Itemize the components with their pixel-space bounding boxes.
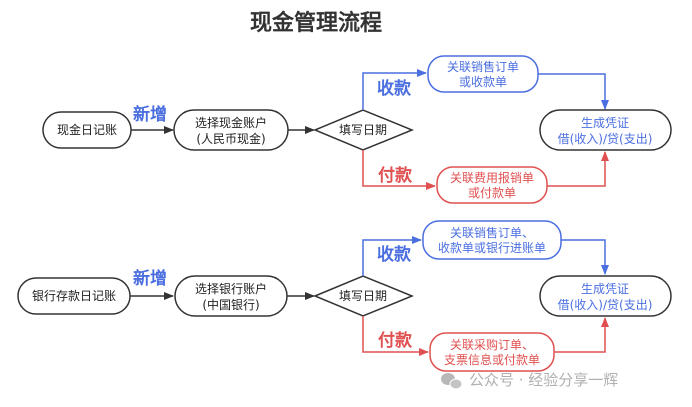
bank-flow: 银行存款日记账 新增 选择银行账户 (中国银行) 填写日期 收款 关联销售订单、…: [17, 220, 672, 372]
arrow-receive: [362, 236, 422, 276]
select-account-line2: (人民币现金): [196, 131, 265, 146]
voucher-line2: 借(收入)/贷(支出): [558, 298, 653, 312]
pay-label: 付款: [378, 165, 413, 186]
voucher-node: [539, 275, 672, 317]
arrow-pay: [362, 316, 429, 356]
start-node-label: 现金日记账: [57, 122, 117, 137]
receive-doc-line2: 收款单或银行进账单: [438, 241, 546, 255]
decision-label: 填写日期: [339, 289, 387, 303]
decision-diamond: [313, 275, 414, 317]
cash-flow: 现金日记账 新增 选择现金账户 (人民币现金) 填写日期 收款 关联销售订单 或…: [42, 55, 672, 204]
arrow-receive-to-voucher: [538, 73, 609, 110]
receive-doc-line1: 关联销售订单: [447, 59, 519, 74]
add-label: 新增: [133, 104, 167, 125]
receive-label: 收款: [377, 78, 412, 99]
receive-label: 收款: [377, 244, 412, 265]
select-account-line1: 选择现金账户: [195, 115, 267, 130]
voucher-line2: 借(收入)/贷(支出): [558, 132, 653, 146]
add-label: 新增: [133, 268, 167, 289]
arrow-receive: [362, 69, 427, 110]
pay-label: 付款: [378, 330, 413, 351]
arrow-pay-to-voucher: [554, 317, 609, 353]
pay-doc-line1: 关联采购订单、: [450, 337, 534, 352]
diagram-title: 现金管理流程: [250, 10, 382, 36]
receive-doc-line2: 或收款单: [459, 75, 507, 89]
voucher-line1: 生成凭证: [581, 281, 629, 296]
pay-doc-line2: 支票信息或付款单: [444, 352, 540, 367]
start-node-label: 银行存款日记账: [32, 289, 116, 303]
watermark-text: 公众号 · 经验分享一辉: [469, 371, 618, 389]
decision-label: 填写日期: [339, 123, 387, 137]
voucher-node: [539, 109, 672, 151]
pay-doc-line1: 关联费用报销单: [450, 170, 534, 185]
watermark: 公众号 · 经验分享一辉: [441, 371, 618, 390]
select-account-line2: (中国银行): [202, 297, 259, 312]
select-account-line1: 选择银行账户: [195, 281, 267, 296]
arrow-receive-to-voucher: [561, 239, 609, 275]
voucher-line1: 生成凭证: [581, 115, 629, 130]
arrow-pay: [362, 150, 436, 190]
receive-doc-line1: 关联销售订单、: [450, 225, 534, 240]
pay-doc-line2: 或付款单: [468, 186, 516, 200]
decision-diamond: [313, 109, 414, 151]
wechat-icon: [441, 373, 463, 390]
pay-doc-node: [436, 166, 548, 204]
arrow-pay-to-voucher: [547, 151, 609, 187]
